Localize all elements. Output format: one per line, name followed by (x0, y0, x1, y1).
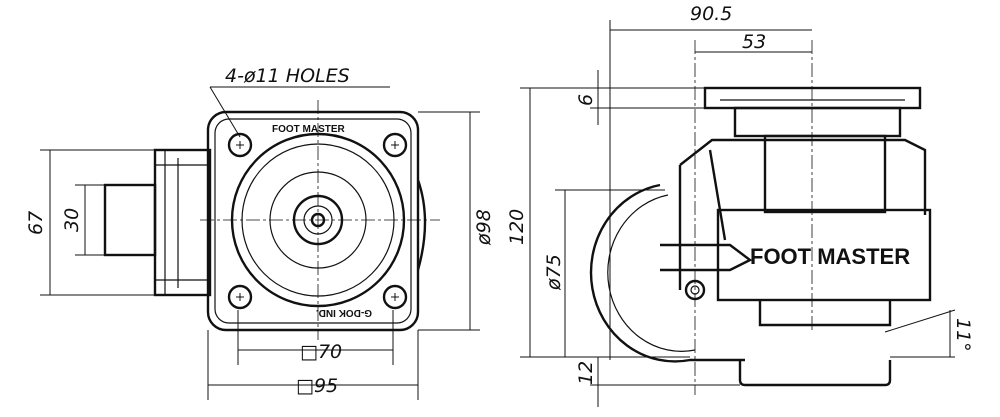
dim-67: 67 (25, 211, 47, 235)
top-view: 4-ø11 HOLES FOOT MASTER G-DOK IND. □70 □… (25, 65, 495, 400)
body (763, 134, 887, 214)
neck (733, 106, 902, 138)
dim-120: 120 (506, 209, 528, 245)
plate-maker-text: G-DOK IND. (316, 307, 372, 318)
dim-12: 12 (575, 361, 597, 385)
dim-angle: 11° (952, 318, 974, 352)
side-brand-text: FOOT MASTER (750, 244, 910, 269)
mounting-plate (206, 110, 420, 332)
lower-housing (716, 208, 932, 302)
wheel-edge (416, 179, 427, 271)
plate-brand-text: FOOT MASTER (272, 124, 346, 135)
bracket (153, 148, 212, 297)
dim-53: 53 (742, 31, 766, 53)
bracket-top (679, 138, 927, 215)
dim-dia-98: ø98 (473, 209, 495, 246)
dim-30: 30 (61, 208, 83, 232)
mounting-holes (227, 132, 408, 310)
dim-dia-75: ø75 (543, 254, 565, 291)
side-view: FOOT MASTER 90.5 53 6 120 ø75 12 11° (506, 3, 974, 407)
dim-6: 6 (575, 94, 597, 106)
wheel (589, 183, 745, 363)
stem (103, 183, 157, 257)
leveling-pad (758, 300, 892, 327)
dim-square-70: □70 (300, 341, 342, 363)
base-pad (738, 360, 892, 387)
dim-square-95: □95 (296, 375, 338, 397)
dim-90-5: 90.5 (690, 3, 732, 25)
holes-note: 4-ø11 HOLES (225, 65, 350, 87)
top-plate (703, 86, 922, 110)
